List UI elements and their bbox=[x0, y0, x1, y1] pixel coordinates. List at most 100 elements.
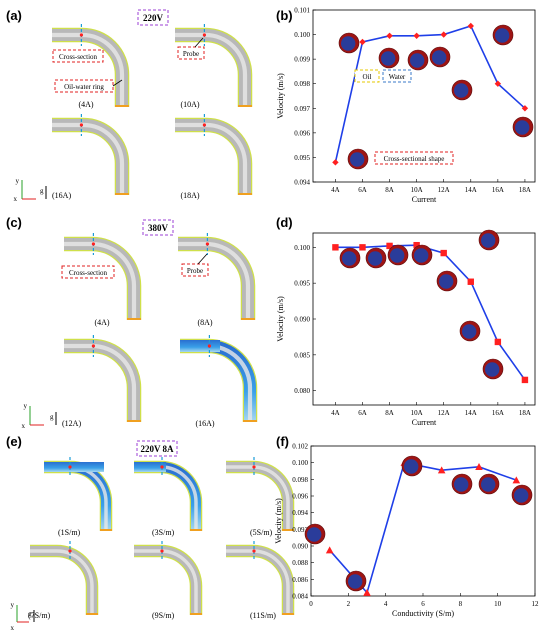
probe-point bbox=[252, 465, 256, 469]
data-point bbox=[386, 242, 393, 250]
pipe-highlight bbox=[44, 465, 108, 531]
data-point bbox=[332, 244, 339, 251]
cross-section-tag-a bbox=[52, 49, 104, 63]
y-axis-label: Velocity (m/s) bbox=[274, 498, 283, 544]
data-point bbox=[440, 31, 447, 38]
condition-label-a: 220V bbox=[143, 13, 164, 23]
x-tick-label: 2 bbox=[347, 600, 351, 608]
pipe-highlight bbox=[175, 122, 248, 195]
pipe-render-c-4A bbox=[64, 233, 142, 320]
cross-section-icon-core bbox=[432, 50, 447, 65]
gravity-axes-a: y x g bbox=[14, 177, 47, 203]
y-tick-label: 0.090 bbox=[292, 543, 308, 551]
gravity-axes-c: y x g bbox=[22, 402, 57, 430]
pipe-flow-region bbox=[134, 462, 166, 472]
data-point bbox=[521, 105, 529, 112]
oil-tag bbox=[354, 69, 380, 83]
pipe-render-10A bbox=[175, 24, 253, 107]
data-point bbox=[512, 476, 521, 484]
condition-label-e: 220V 8A bbox=[140, 444, 174, 454]
y-tick-label: 0.090 bbox=[294, 316, 310, 324]
sim-caption-e-11: (11S/m) bbox=[250, 611, 276, 620]
panel-label-d: (d) bbox=[276, 215, 293, 230]
pipe-highlight bbox=[175, 32, 248, 107]
probe-point bbox=[202, 123, 206, 127]
x-tick-label: 8A bbox=[385, 186, 394, 194]
cross-section-icon-core bbox=[485, 362, 500, 377]
chart-f: 0.0840.0860.0880.0900.0920.0940.0960.098… bbox=[274, 443, 539, 619]
water-tag bbox=[382, 69, 412, 83]
pipe-highlight bbox=[180, 343, 253, 422]
x-tick-label: 4 bbox=[384, 600, 388, 608]
y-tick-label: 0.100 bbox=[294, 244, 310, 252]
pipe-outlet bbox=[127, 420, 141, 422]
y-tick-label: 0.094 bbox=[294, 179, 310, 187]
pipe-outlet bbox=[190, 613, 202, 615]
x-tick-label: 16A bbox=[492, 186, 504, 194]
y-tick-label: 0.095 bbox=[294, 280, 310, 288]
probe-point bbox=[160, 465, 164, 469]
probe-point bbox=[79, 33, 83, 37]
y-tick-label: 0.099 bbox=[294, 56, 310, 64]
pipe-outlet bbox=[238, 105, 252, 107]
condition-box-c bbox=[142, 219, 174, 236]
pipe-highlight bbox=[226, 549, 290, 615]
sim-caption-c-16A: (16A) bbox=[195, 419, 214, 428]
cross-sectional-shape-tag bbox=[374, 151, 454, 165]
cross-section-icon-core bbox=[414, 248, 429, 263]
x-tick-label: 10A bbox=[411, 186, 423, 194]
axis-glyph-y-c: y bbox=[24, 402, 28, 410]
pipe-render-18A bbox=[175, 114, 253, 195]
x-tick-label: 4A bbox=[331, 409, 340, 417]
probe-point bbox=[202, 33, 206, 37]
y-tick-label: 0.100 bbox=[294, 31, 310, 39]
x-axis-label: Current bbox=[412, 195, 437, 204]
probe-tag-c-text: Probe bbox=[187, 267, 203, 275]
probe-tag-a-text: Probe bbox=[183, 50, 199, 58]
axis-glyph-g-c: g bbox=[50, 413, 54, 421]
panel-label-b: (b) bbox=[276, 8, 293, 23]
probe-point bbox=[91, 242, 95, 246]
pipe-render-e-9 bbox=[134, 541, 203, 615]
y-tick-label: 0.092 bbox=[292, 526, 308, 534]
cross-section-icon-core bbox=[350, 152, 365, 167]
pipe-render-e-7 bbox=[30, 541, 99, 615]
cross-section-icon-core bbox=[410, 53, 425, 68]
condition-box-e bbox=[136, 440, 178, 457]
pipe-highlight bbox=[52, 32, 125, 107]
probe-point bbox=[68, 549, 72, 553]
y-tick-label: 0.085 bbox=[294, 351, 310, 359]
pipe-outlet bbox=[282, 613, 294, 615]
pipe-highlight bbox=[134, 549, 198, 615]
oil-tag-text: Oil bbox=[363, 73, 372, 81]
sim-caption-e-5: (5S/m) bbox=[250, 528, 273, 537]
data-point bbox=[440, 249, 447, 257]
sim-caption-e-9: (9S/m) bbox=[152, 611, 175, 620]
pipe-outlet bbox=[100, 529, 112, 531]
y-tick-label: 0.097 bbox=[294, 105, 310, 113]
pipe-outlet bbox=[86, 613, 98, 615]
data-point bbox=[325, 546, 334, 554]
pipe-outlet bbox=[115, 193, 129, 195]
cross-section-tag-c-text: Cross-section bbox=[69, 269, 108, 277]
chart-b-annotations: Oil Water Cross-sectional shape bbox=[354, 69, 454, 165]
pipe-highlight bbox=[52, 122, 125, 195]
x-tick-label: 4A bbox=[331, 186, 340, 194]
pipe-highlight bbox=[226, 465, 290, 531]
data-point bbox=[467, 278, 474, 285]
axis-glyph-g-a: g bbox=[40, 187, 44, 195]
probe-point bbox=[205, 242, 209, 246]
pipe-highlight bbox=[30, 549, 94, 615]
cross-section-icon-core bbox=[348, 574, 363, 589]
x-tick-label: 0 bbox=[309, 600, 313, 608]
series-line bbox=[334, 24, 526, 163]
cross-section-icon-core bbox=[462, 324, 477, 339]
plot-frame bbox=[310, 445, 536, 597]
sim-panel-a: 220V Cross-section Oil-water ring Probe … bbox=[14, 9, 253, 203]
panel-label-c: (c) bbox=[6, 215, 22, 230]
cross-section-tag-c bbox=[61, 265, 115, 279]
x-tick-label: 8 bbox=[459, 600, 463, 608]
sim-caption-e-3: (3S/m) bbox=[152, 528, 175, 537]
x-axis-label: Conductivity (S/m) bbox=[392, 609, 454, 618]
